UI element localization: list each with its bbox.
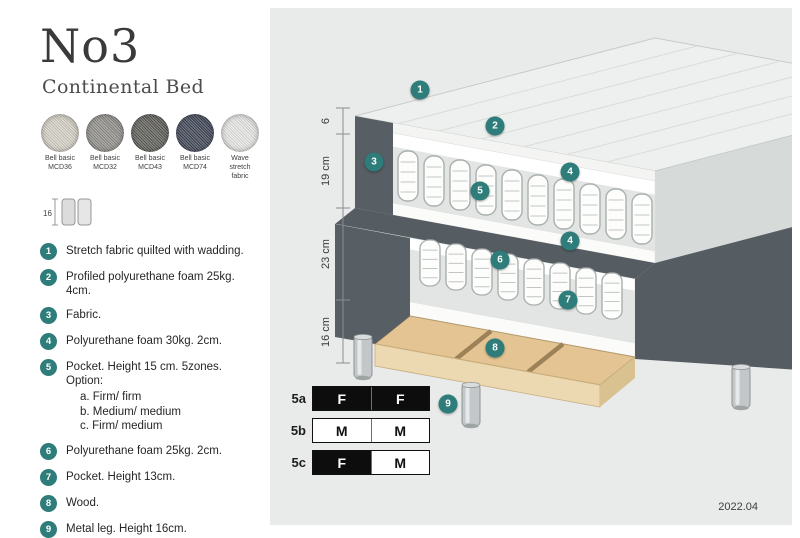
callout-8: 8 xyxy=(485,338,505,358)
legend-badge: 6 xyxy=(40,443,57,461)
legend-badge: 2 xyxy=(40,268,57,286)
firmness-cell: M xyxy=(370,451,429,474)
legend-item-8: 8 Wood. xyxy=(40,494,262,513)
legend-text: Pocket. Height 13cm. xyxy=(66,471,176,484)
callout-2: 2 xyxy=(485,116,505,136)
legend-item-2: 2 Profiled polyurethane foam 25kg. 4cm. xyxy=(40,268,262,298)
firmness-row-5b: 5b M M xyxy=(280,418,430,443)
legend-text: Metal leg. Height 16cm. xyxy=(66,523,187,536)
leg-height-icon: 16 xyxy=(42,194,262,230)
page-subtitle: Continental Bed xyxy=(42,76,205,99)
legend-item-6: 6 Polyurethane foam 25kg. 2cm. xyxy=(40,442,262,461)
firmness-row-label: 5b xyxy=(290,423,306,438)
legend-text: Stretch fabric quilted with wadding. xyxy=(66,244,244,257)
callout-1: 1 xyxy=(410,80,430,100)
legend-text: Fabric. xyxy=(66,308,102,321)
firmness-table: 5a F F 5b M M 5c F M xyxy=(280,386,430,482)
fabric-swatch-circle[interactable] xyxy=(41,114,79,153)
firmness-row-label: 5c xyxy=(291,455,306,470)
box-right-face xyxy=(635,227,792,370)
legend-text: Profiled polyurethane foam 25kg. 4cm. xyxy=(66,270,235,297)
box-rim-side xyxy=(600,357,635,407)
metal-leg-front xyxy=(461,381,481,429)
dimension-bracket xyxy=(336,107,350,364)
legend-option-c: c. Firm/ medium xyxy=(80,420,163,433)
legend-item-7: 7 Pocket. Height 13cm. xyxy=(40,468,262,487)
fabric-swatch-circle[interactable] xyxy=(131,114,169,153)
upper-cut-face xyxy=(354,116,656,264)
fabric-swatch-circle[interactable] xyxy=(221,114,259,153)
firmness-cell: F xyxy=(370,387,429,410)
box-left-face xyxy=(335,224,410,344)
callout-6: 6 xyxy=(490,250,510,270)
legend-badge: 8 xyxy=(40,495,57,513)
fabric-swatch-circle[interactable] xyxy=(86,114,124,153)
firmness-row-5a: 5a F F xyxy=(280,386,430,411)
leg-height-glyph: 16 xyxy=(43,198,92,226)
legend-text: Pocket. Height 15 cm. 5zones. Option: a.… xyxy=(66,358,262,435)
bed-illustration: 6 19 cm 23 cm 16 cm xyxy=(320,37,792,429)
firmness-cell: M xyxy=(313,419,371,442)
legend-options: a. Firm/ firm b. Medium/ medium c. Firm/… xyxy=(80,390,262,435)
firmness-bar: F F xyxy=(312,386,430,411)
firmness-cell: F xyxy=(313,451,371,474)
page-title: No3 xyxy=(40,19,141,73)
firmness-cell: M xyxy=(370,419,429,442)
legend-badge: 5 xyxy=(40,358,57,376)
dim-label-23cm: 23 cm xyxy=(320,239,332,269)
callout-3: 3 xyxy=(364,152,384,172)
legend-option-b: b. Medium/ medium xyxy=(80,405,181,418)
callout-5: 5 xyxy=(470,181,490,201)
legend-option-a: a. Firm/ firm xyxy=(80,390,142,403)
legend-text: Wood. xyxy=(66,497,100,510)
legend-text: Polyurethane foam 25kg. 2cm. xyxy=(66,445,222,458)
legend-text: Polyurethane foam 30kg. 2cm. xyxy=(66,334,222,347)
firmness-bar: M M xyxy=(312,418,430,443)
fabric-swatch-circle[interactable] xyxy=(176,114,214,153)
callout-9: 9 xyxy=(438,394,458,414)
metal-leg-left xyxy=(353,333,373,381)
firmness-row-label: 5a xyxy=(291,391,306,406)
callout-7: 7 xyxy=(558,290,578,310)
legend-badge: 1 xyxy=(40,242,57,260)
legend-badge: 3 xyxy=(40,306,57,324)
mattress-right-face xyxy=(655,135,792,263)
version-label: 2022.04 xyxy=(718,501,758,513)
callout-4-upper: 4 xyxy=(560,162,580,182)
legend-item-9: 9 Metal leg. Height 16cm. xyxy=(40,520,262,538)
metal-leg-right xyxy=(731,363,751,411)
legend-badge: 7 xyxy=(40,469,57,487)
diagram-panel: 6 19 cm 23 cm 16 cm 1 2 3 4 4 5 6 7 8 9 … xyxy=(270,8,792,525)
legend-item-1: 1 Stretch fabric quilted with wadding. xyxy=(40,242,262,260)
legend-item-5: 5 Pocket. Height 15 cm. 5zones. Option: … xyxy=(40,358,262,435)
callout-4-lower: 4 xyxy=(560,231,580,251)
dim-label-6: 6 xyxy=(320,118,332,124)
legend-item-3: 3 Fabric. xyxy=(40,306,262,324)
legend-list: 1 Stretch fabric quilted with wadding. 2… xyxy=(40,242,262,538)
legend-item-4: 4 Polyurethane foam 30kg. 2cm. xyxy=(40,332,262,350)
firmness-cell: F xyxy=(313,387,371,410)
legend-badge: 9 xyxy=(40,521,57,538)
dim-label-16cm: 16 cm xyxy=(320,317,332,347)
dim-label-19cm: 19 cm xyxy=(320,156,332,186)
firmness-bar: F M xyxy=(312,450,430,475)
legend-badge: 4 xyxy=(40,332,57,350)
quilt-lines xyxy=(396,45,792,163)
leg-height-value: 16 xyxy=(43,209,52,218)
lower-mattress-top xyxy=(335,208,655,279)
firmness-row-5c: 5c F M xyxy=(280,450,430,475)
